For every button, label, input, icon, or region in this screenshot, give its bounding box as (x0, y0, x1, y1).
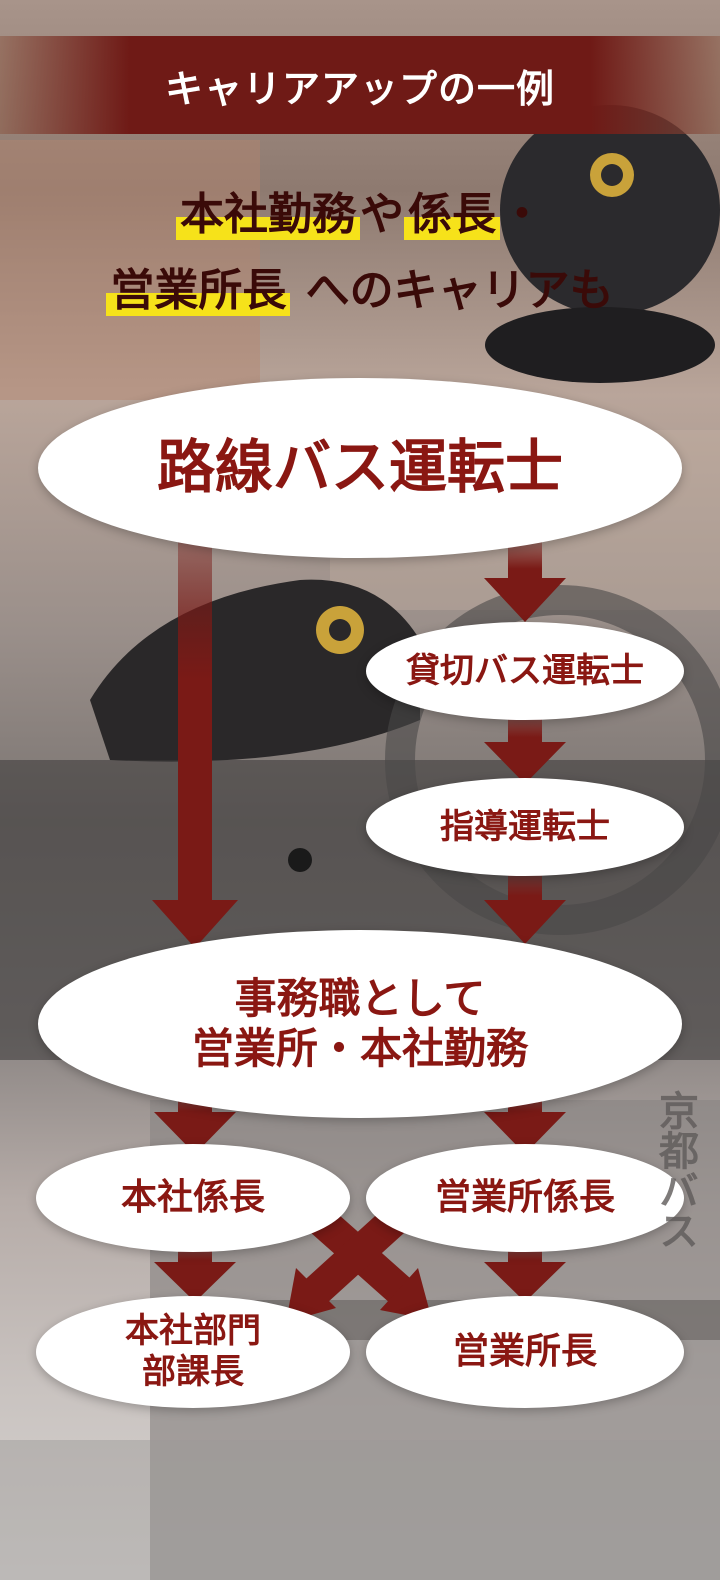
node-office-work: 事務職として 営業所・本社勤務 (38, 930, 682, 1118)
lead-separator: ・ (500, 189, 544, 240)
arrow-charter-to-instructor (484, 712, 566, 784)
lead-suffix: へのキャリアも (290, 265, 614, 316)
node-hq-chief: 本社係長 (36, 1144, 350, 1252)
node-label-line-2: 部課長 (142, 1352, 244, 1392)
arrow-instructor-to-office-work (484, 870, 566, 944)
node-instructor-driver: 指導運転士 (366, 778, 684, 876)
node-label: 指導運転士 (440, 806, 610, 847)
highlight-hq-work: 本社勤務 (176, 189, 360, 240)
building-sign: 京都バス (652, 1090, 704, 1250)
title-bar: キャリアアップの一例 (0, 36, 720, 134)
node-label: 貸切バス運転士 (406, 650, 644, 691)
node-office-chief: 営業所係長 (366, 1144, 684, 1252)
lead-line-2: 営業所長 へのキャリアも (0, 254, 720, 318)
arrow-office-work-to-office-chief (484, 1088, 566, 1154)
node-label-line-1: 事務職として (234, 973, 486, 1023)
highlight-office-manager: 営業所長 (106, 265, 291, 316)
arrow-office-chief-to-hq-dept (286, 1203, 411, 1322)
arrow-route-to-office-work (152, 535, 238, 948)
node-label-line-1: 本社部門 (125, 1311, 261, 1352)
node-route-bus-driver: 路線バス運転士 (38, 378, 682, 558)
node-label: 営業所長 (452, 1331, 597, 1373)
node-label-line-2: 営業所・本社勤務 (191, 1024, 528, 1073)
arrow-office-work-to-hq-chief (154, 1088, 236, 1154)
building-sign-text: 京都バス (652, 1090, 698, 1250)
node-label: 路線バス運転士 (156, 433, 563, 502)
arrow-hq-chief-to-hq-dept (154, 1238, 236, 1302)
lead-line-1: 本社勤務や係長・ (0, 178, 720, 242)
arrow-route-to-charter (484, 540, 566, 622)
lead-particle: や (360, 189, 404, 240)
node-office-manager: 営業所長 (366, 1296, 684, 1408)
arrow-office-chief-to-manager (484, 1238, 566, 1302)
node-label: 営業所係長 (434, 1177, 615, 1219)
highlight-chief: 係長 (404, 189, 500, 240)
page-title: キャリアアップの一例 (164, 66, 555, 111)
node-hq-dept-manager: 本社部門 部課長 (36, 1296, 350, 1408)
node-charter-bus-driver: 貸切バス運転士 (366, 622, 684, 720)
node-label: 本社係長 (120, 1177, 265, 1219)
